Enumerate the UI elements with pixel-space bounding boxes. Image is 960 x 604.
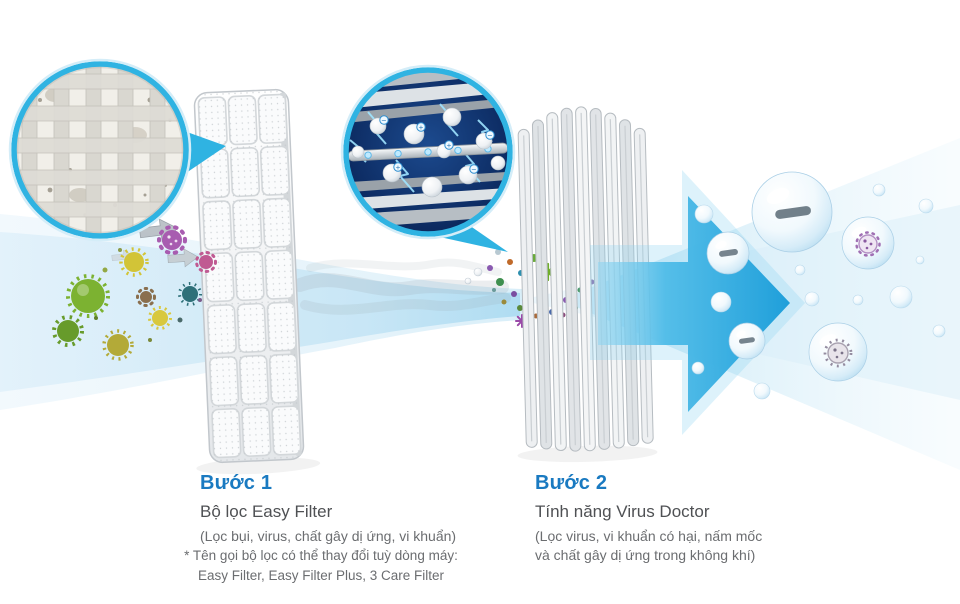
step2-label: Bước 2 xyxy=(535,472,608,494)
svg-text:−: − xyxy=(471,165,476,173)
negative-ion-bubbles xyxy=(691,171,946,400)
germ-particle xyxy=(148,306,172,330)
captured-germ-bubble xyxy=(841,216,895,270)
negative-ion-bubble xyxy=(706,231,750,275)
svg-text:+: + xyxy=(395,163,400,171)
step1-note-line1: * Tên gọi bộ lọc có thể thay đổi tuỳ dòn… xyxy=(184,548,458,563)
germ-particle xyxy=(157,225,187,255)
germ-particle xyxy=(66,274,110,318)
germ-particles xyxy=(52,225,217,361)
step2-caption: Bước 2 Tính năng Virus Doctor (Lọc virus… xyxy=(535,472,835,565)
step2-subtitle-line1: (Lọc virus, vi khuẩn có hại, nấm mốc xyxy=(535,528,763,544)
ionizer-magnifier-icon: − + − + − + xyxy=(340,64,516,252)
ion-spheres: − + − + − + xyxy=(351,107,506,198)
germ-particle xyxy=(178,282,202,306)
step2-subtitle-line2: và chất gây dị ứng trong không khí) xyxy=(535,546,756,563)
step2-subtitle: (Lọc virus, vi khuẩn có hại, nấm mốc và … xyxy=(535,527,835,565)
step1-note-line2: Easy Filter, Easy Filter Plus, 3 Care Fi… xyxy=(197,568,445,584)
step1-note: * Tên gọi bộ lọc có thể thay đổi tuỳ dòn… xyxy=(170,546,472,587)
svg-text:−: − xyxy=(487,131,492,139)
germ-particle xyxy=(136,287,156,307)
step2-title: Tính năng Virus Doctor xyxy=(535,502,710,521)
germ-particle xyxy=(52,315,84,347)
step1-label: Bước 1 xyxy=(200,472,273,494)
germ-particle xyxy=(119,247,149,277)
captured-germ-bubble xyxy=(808,322,868,382)
germ-particle xyxy=(195,251,217,273)
step1-caption: Bước 1 Bộ lọc Easy Filter (Lọc bụi, viru… xyxy=(200,472,500,546)
negative-ion-bubble xyxy=(751,171,833,253)
air-bubble xyxy=(691,183,946,400)
svg-text:+: + xyxy=(446,141,451,149)
clean-air-arrow xyxy=(590,170,805,435)
step1-subtitle: (Lọc bụi, virus, chất gây dị ứng, vi khu… xyxy=(200,528,457,544)
svg-text:+: + xyxy=(418,123,423,131)
svg-text:−: − xyxy=(381,116,386,124)
germ-particle xyxy=(102,329,134,361)
mesh-magnifier-icon xyxy=(8,58,226,242)
step1-title: Bộ lọc Easy Filter xyxy=(200,502,333,521)
negative-ion-bubble xyxy=(728,322,766,360)
easy-filter-panel xyxy=(193,88,321,475)
smoke-wisps xyxy=(293,258,511,315)
